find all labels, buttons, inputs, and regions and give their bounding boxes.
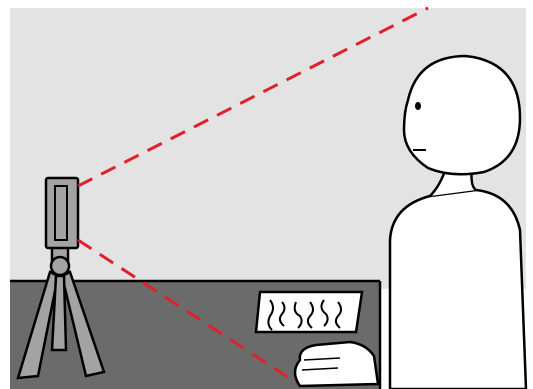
keyboard-icon: [256, 292, 362, 332]
phone-icon: [46, 178, 78, 248]
eye: [415, 102, 421, 110]
